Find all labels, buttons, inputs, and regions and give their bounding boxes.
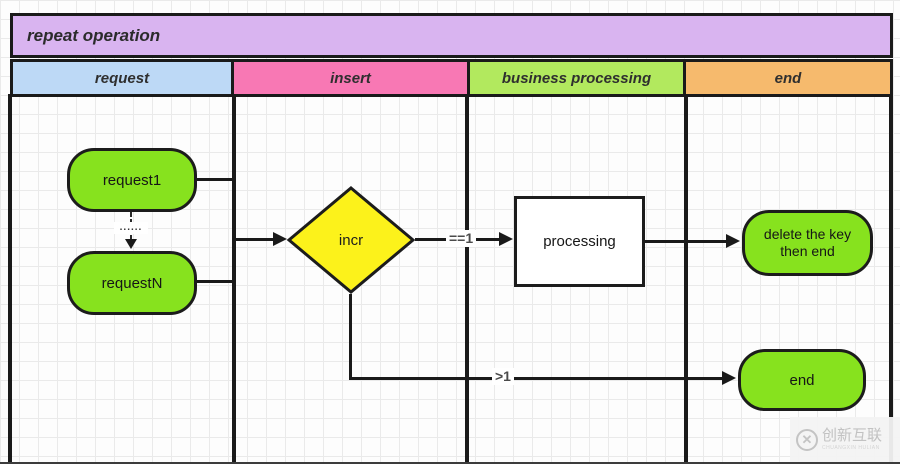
arrowhead-into-delete	[726, 234, 740, 248]
node-request1: request1	[67, 148, 197, 212]
lane-border-business-end	[684, 94, 688, 464]
node-requestN: requestN	[67, 251, 197, 315]
swimlane-title: repeat operation	[10, 13, 893, 58]
watermark-circle-x-icon: ✕	[796, 428, 818, 451]
node-incr-label: incr	[338, 231, 364, 249]
lane-header-end: end	[683, 59, 893, 97]
arrowhead-into-processing	[499, 232, 513, 246]
watermark: ✕ 创新互联 CHUANGXIN HULIAN	[790, 417, 900, 462]
node-processing-label: processing	[543, 233, 616, 250]
lane-border-request-insert	[232, 94, 236, 464]
lane-header-business-processing-label: business processing	[501, 69, 652, 87]
lane-header-request: request	[10, 59, 234, 97]
watermark-cn-text: 创新互联	[822, 427, 883, 445]
arrowhead-into-requestN	[125, 239, 137, 249]
node-requestN-label: requestN	[101, 274, 163, 292]
edge-incr-to-end	[349, 377, 724, 380]
lane-header-end-label: end	[774, 69, 802, 87]
node-request1-label: request1	[102, 171, 162, 189]
edge-requestN-to-incr	[197, 280, 235, 283]
watermark-en-text: CHUANGXIN HULIAN	[822, 444, 880, 451]
edge-label-ellipsis: ......	[114, 222, 148, 234]
lane-border-insert-business	[465, 94, 469, 464]
swimlane-title-label: repeat operation	[27, 25, 161, 45]
node-delete-key-then-end: delete the key then end	[742, 210, 873, 276]
edge-request1-to-incr	[197, 178, 235, 181]
edge-incr-down	[349, 294, 352, 379]
edge-into-incr	[234, 238, 276, 241]
lane-border-right	[889, 94, 893, 464]
node-end-label: end	[789, 371, 815, 389]
lane-header-request-label: request	[94, 69, 150, 87]
node-delete-key-label: delete the key then end	[763, 225, 852, 260]
arrowhead-into-incr	[273, 232, 287, 246]
lane-border-left	[8, 94, 12, 464]
lane-header-insert: insert	[231, 59, 470, 97]
lane-header-business-processing: business processing	[467, 59, 686, 97]
edge-label-equals-one: ==1	[446, 230, 477, 247]
diagram-bottom-border	[0, 462, 900, 464]
diamond-shape-icon	[286, 186, 416, 294]
lane-header-insert-label: insert	[330, 69, 371, 87]
node-processing: processing	[514, 196, 645, 287]
node-end: end	[738, 349, 866, 411]
edge-processing-to-delete	[644, 240, 728, 243]
arrowhead-into-end	[722, 371, 736, 385]
edge-label-greater-one: >1	[492, 368, 514, 385]
node-incr-decision: incr	[285, 184, 417, 296]
